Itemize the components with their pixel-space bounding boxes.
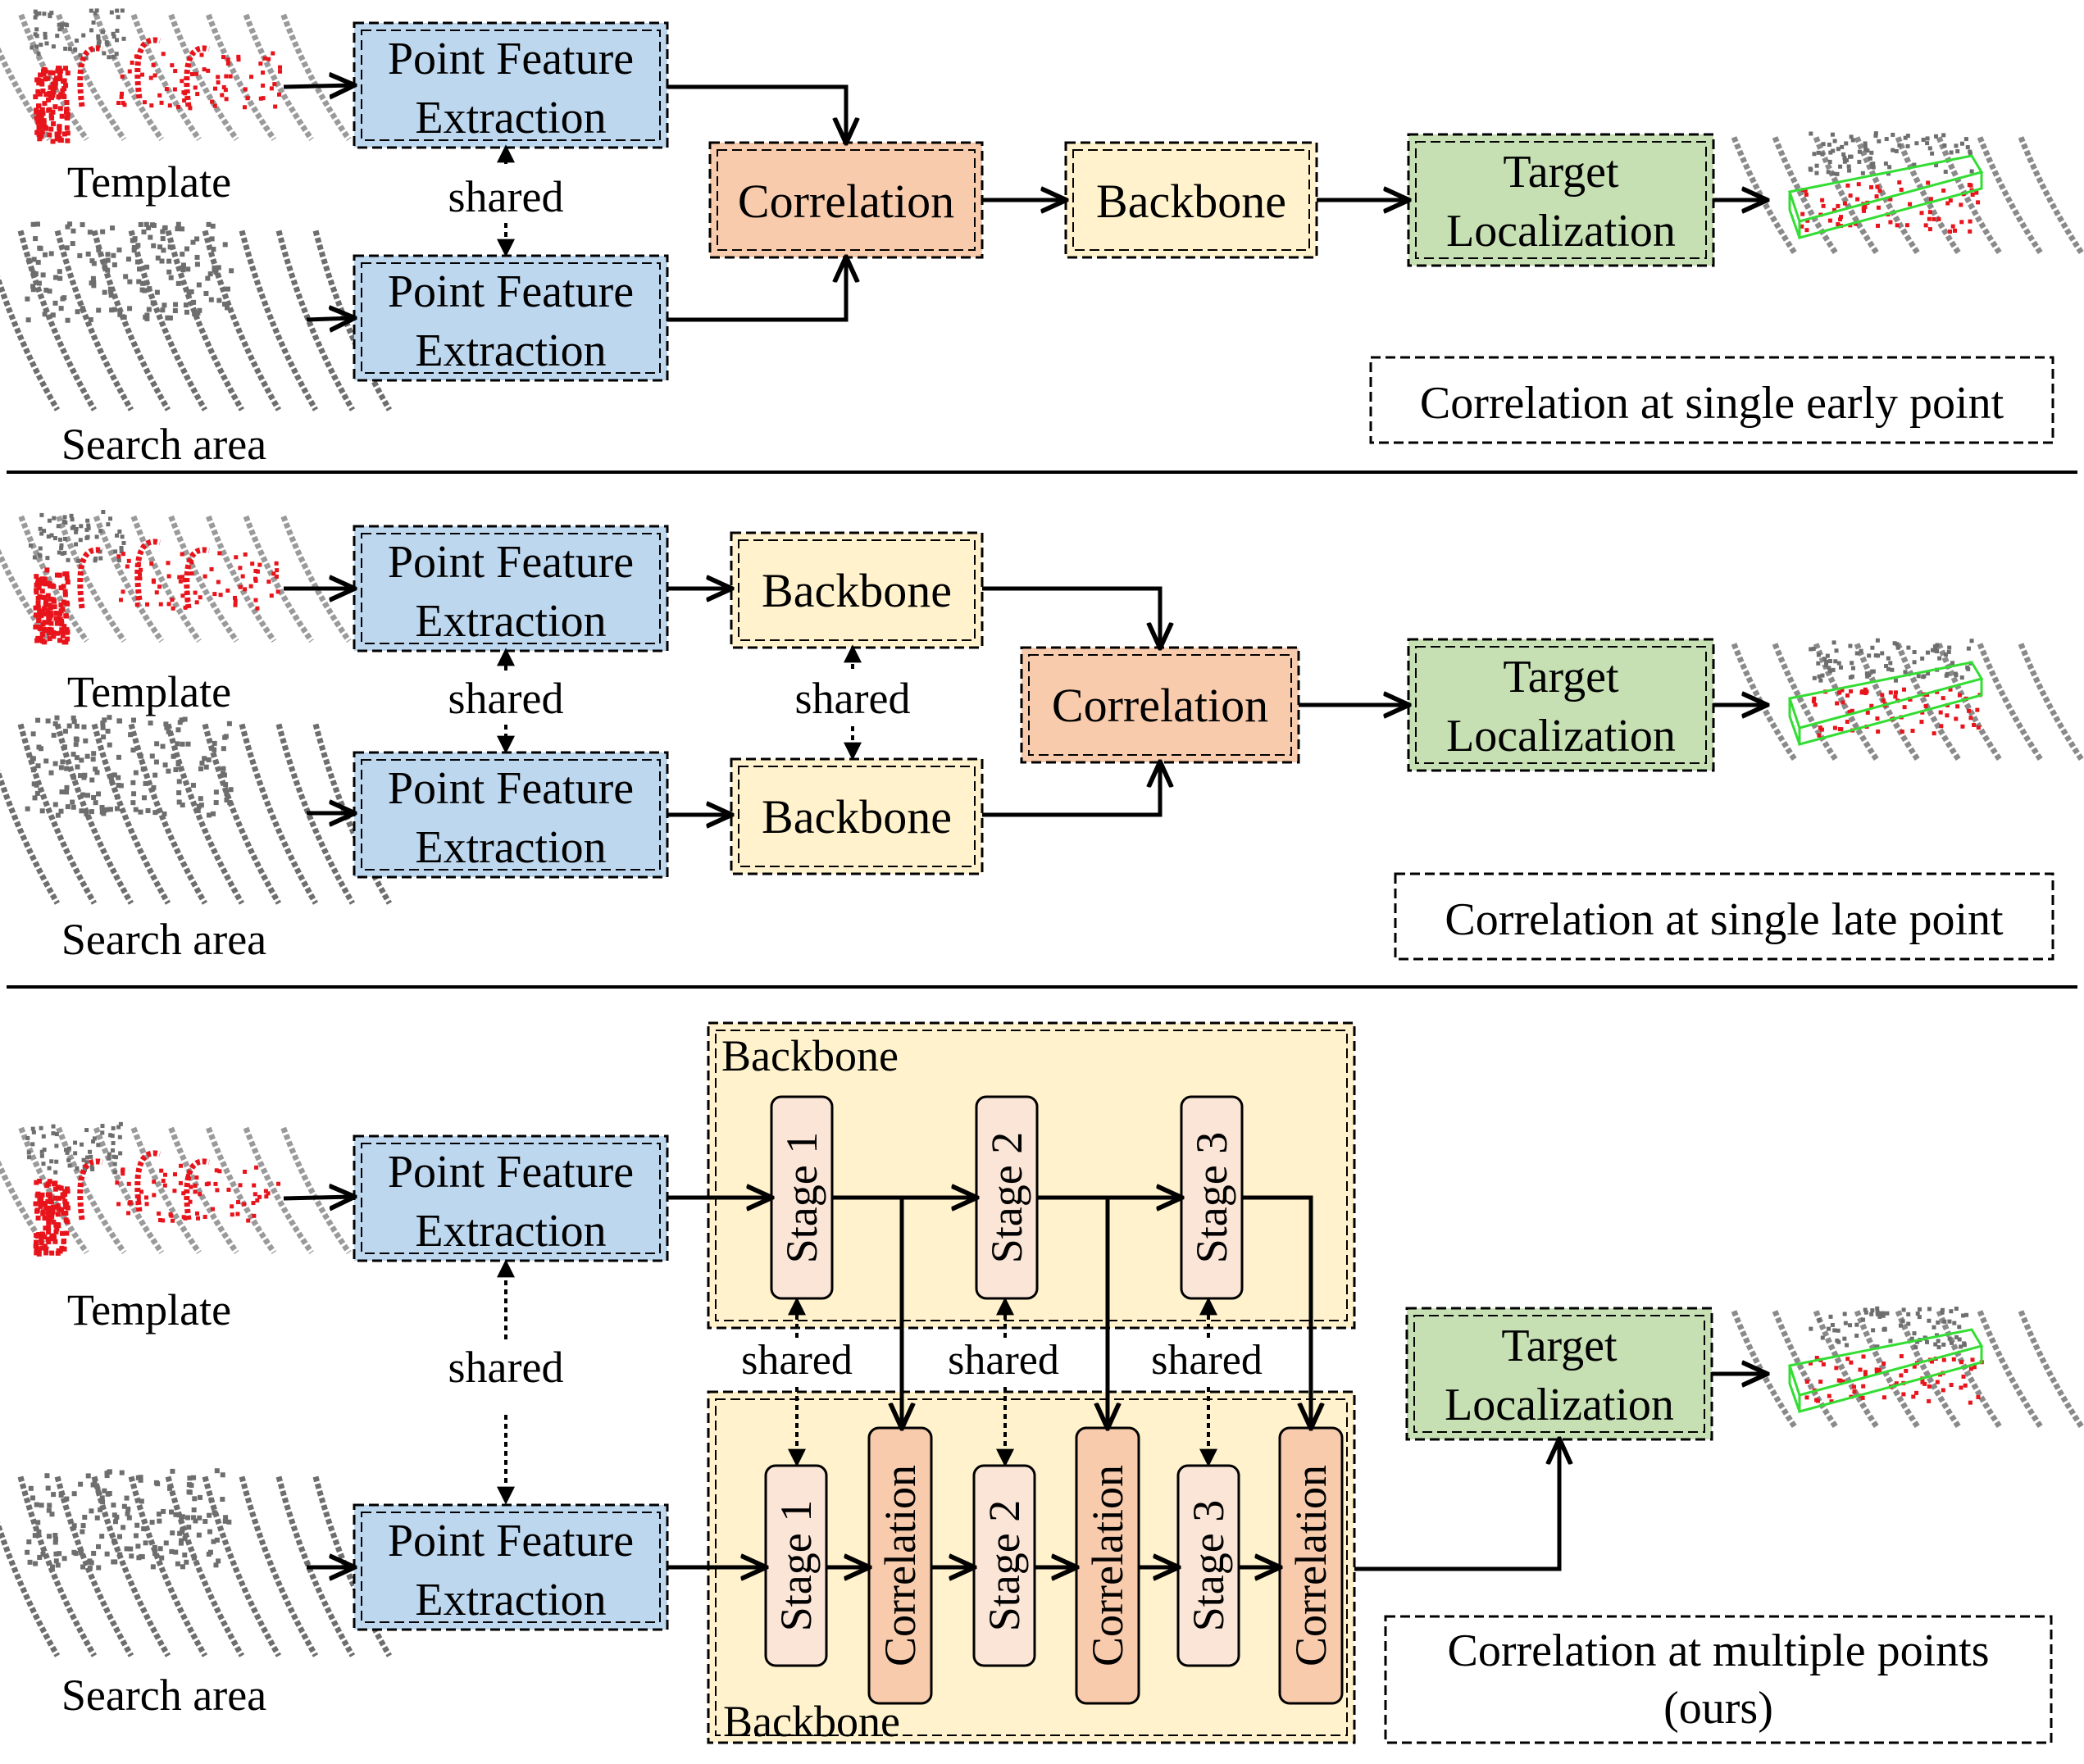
svg-text:Correlation: Correlation — [1083, 1465, 1132, 1666]
svg-text:Correlation at single late poi: Correlation at single late point — [1445, 894, 2004, 945]
svg-text:Point Feature: Point Feature — [388, 763, 634, 814]
panel-late: Template Search area Point Feature Extra… — [0, 510, 2084, 964]
target-localization-box: Target Localization — [1407, 638, 1715, 772]
search-label: Search area — [61, 915, 266, 964]
stage-bottom-1: Stage 1 — [764, 1464, 828, 1667]
svg-text:Point Feature: Point Feature — [388, 266, 634, 317]
svg-text:Extraction: Extraction — [415, 1206, 606, 1257]
svg-text:(ours): (ours) — [1663, 1683, 1773, 1734]
backbone-box: Backbone — [1064, 141, 1318, 259]
panel-early: Template Search area Point Feature Extra… — [0, 8, 2084, 469]
stage-top-3: Stage 3 — [1180, 1095, 1244, 1300]
svg-text:Correlation at multiple points: Correlation at multiple points — [1447, 1625, 1989, 1676]
svg-text:Point Feature: Point Feature — [388, 1147, 634, 1198]
svg-text:Stage 1: Stage 1 — [777, 1132, 826, 1263]
template-label: Template — [67, 157, 231, 207]
shared-label-stage-1: shared — [741, 1337, 853, 1384]
shared-label: shared — [448, 1343, 564, 1392]
svg-text:Backbone: Backbone — [762, 564, 952, 617]
svg-text:Extraction: Extraction — [415, 596, 606, 647]
backbone-title: Backbone — [721, 1031, 899, 1080]
search-label: Search area — [61, 420, 266, 469]
correlation-box: Correlation — [708, 141, 984, 259]
svg-text:Stage 3: Stage 3 — [1187, 1132, 1236, 1263]
template-point-cloud — [0, 1121, 352, 1257]
stage-top-2: Stage 2 — [975, 1095, 1039, 1300]
search-label: Search area — [61, 1671, 266, 1720]
feature-extraction-box-bottom: Point Feature Extraction — [353, 254, 669, 382]
svg-text:Extraction: Extraction — [415, 325, 606, 376]
feature-extraction-box-bottom: Point Feature Extraction — [353, 751, 669, 879]
template-point-cloud — [0, 510, 352, 645]
caption-box: Correlation at single late point — [1394, 872, 2054, 961]
svg-text:Correlation at single early po: Correlation at single early point — [1420, 378, 2004, 429]
stage-bottom-2: Stage 2 — [972, 1464, 1036, 1667]
stage-top-1: Stage 1 — [770, 1095, 834, 1300]
svg-text:Extraction: Extraction — [415, 93, 606, 143]
shared-label: shared — [448, 674, 564, 723]
shared-label-backbone: shared — [795, 674, 911, 723]
correlation-block-3: Correlation — [1278, 1426, 1344, 1705]
backbone-box-bottom: Backbone — [730, 757, 984, 875]
result-point-cloud — [1731, 131, 2084, 256]
svg-text:Target: Target — [1501, 1321, 1618, 1371]
svg-text:Stage 2: Stage 2 — [982, 1132, 1031, 1263]
template-point-cloud — [0, 8, 352, 144]
svg-text:Stage 3: Stage 3 — [1184, 1500, 1233, 1631]
svg-text:Backbone: Backbone — [762, 790, 952, 843]
svg-text:Localization: Localization — [1446, 206, 1676, 257]
svg-text:Target: Target — [1503, 147, 1619, 198]
stage-bottom-3: Stage 3 — [1176, 1464, 1240, 1667]
svg-text:Target: Target — [1503, 652, 1619, 702]
target-localization-box: Target Localization — [1405, 1307, 1713, 1441]
feature-extraction-box-top: Point Feature Extraction — [353, 1134, 669, 1262]
svg-text:Correlation: Correlation — [738, 175, 954, 228]
svg-text:Point Feature: Point Feature — [388, 1516, 634, 1566]
svg-text:Localization: Localization — [1446, 711, 1676, 762]
search-point-cloud — [0, 715, 393, 905]
svg-text:Correlation: Correlation — [876, 1465, 925, 1666]
svg-text:Point Feature: Point Feature — [388, 537, 634, 588]
svg-text:Stage 1: Stage 1 — [771, 1500, 821, 1631]
result-point-cloud — [1731, 638, 2084, 762]
shared-label-stage-2: shared — [948, 1337, 1059, 1384]
correlation-box: Correlation — [1020, 646, 1300, 764]
result-point-cloud — [1731, 1306, 2084, 1430]
svg-text:Localization: Localization — [1445, 1380, 1674, 1430]
svg-text:Point Feature: Point Feature — [388, 34, 634, 84]
template-label: Template — [67, 667, 231, 716]
svg-text:Extraction: Extraction — [415, 822, 606, 873]
panel-multi: Template Search area Point Feature Extra… — [0, 1021, 2084, 1746]
feature-extraction-box-top: Point Feature Extraction — [353, 525, 669, 652]
caption-box: Correlation at single early point — [1369, 356, 2054, 444]
feature-extraction-box-top: Point Feature Extraction — [353, 21, 669, 149]
search-point-cloud — [0, 1468, 393, 1657]
template-label: Template — [67, 1285, 231, 1334]
shared-label: shared — [448, 172, 564, 221]
backbone-box-top: Backbone — [730, 531, 984, 649]
correlation-block-1: Correlation — [867, 1426, 933, 1705]
caption-box: Correlation at multiple points (ours) — [1384, 1615, 2053, 1744]
svg-text:Extraction: Extraction — [415, 1575, 606, 1625]
svg-text:Correlation: Correlation — [1052, 679, 1268, 732]
shared-label-stage-3: shared — [1151, 1337, 1263, 1384]
feature-extraction-box-bottom: Point Feature Extraction — [353, 1503, 669, 1631]
search-point-cloud — [0, 221, 393, 411]
target-localization-box: Target Localization — [1407, 133, 1715, 267]
backbone-title: Backbone — [723, 1697, 900, 1746]
svg-text:Correlation: Correlation — [1286, 1465, 1335, 1666]
svg-text:Backbone: Backbone — [1096, 175, 1286, 228]
svg-text:Stage 2: Stage 2 — [980, 1500, 1029, 1631]
correlation-block-2: Correlation — [1075, 1426, 1140, 1705]
